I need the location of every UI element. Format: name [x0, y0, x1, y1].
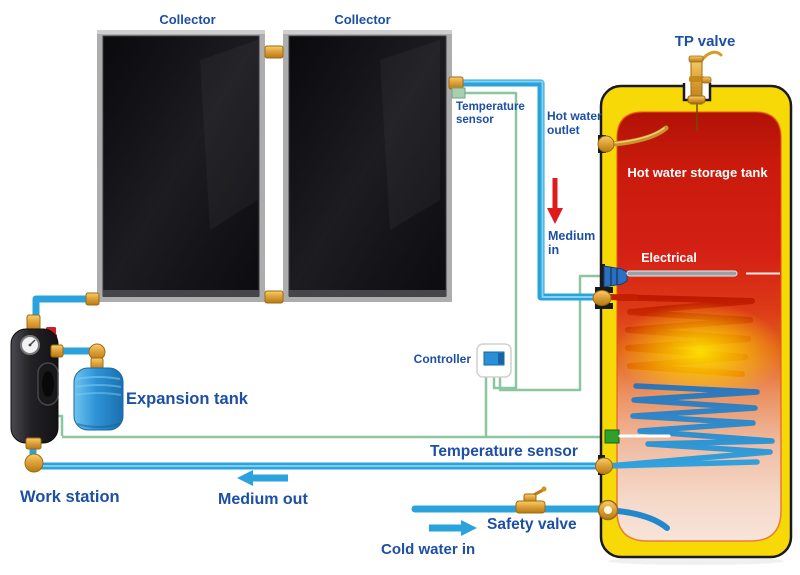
controller-label: Controller [413, 352, 471, 366]
expansion-tank-label: Expansion tank [126, 390, 248, 408]
hot-water-outlet-pipe-icon [610, 125, 669, 147]
expansion-tank-vessel [73, 343, 124, 431]
wire-electrical-element [498, 274, 604, 392]
controller-device [476, 343, 512, 378]
cold-water-in-label: Cold water in [381, 541, 476, 558]
temperature-sensor-bottom-label: Temperature sensor [430, 443, 578, 460]
flow-arrows [237, 178, 563, 536]
work-station-unit [10, 314, 64, 473]
collector-fittings [85, 45, 466, 306]
collector-panel-2 [283, 30, 452, 302]
tank-temp-sensor-icon [604, 429, 620, 444]
medium-in-label: Medium in [548, 229, 596, 257]
wire-collector-sensor [462, 91, 518, 390]
tank-lower-coil [605, 383, 775, 469]
tp-valve-label: TP valve [674, 33, 736, 50]
safety-valve-label: Safety valve [487, 516, 577, 533]
heating-rod-icon [626, 270, 738, 277]
hot-water-outlet-label: Hot water outlet [547, 109, 602, 137]
electrical-label: Electrical [641, 251, 697, 265]
pipe-collector-feed [32, 295, 96, 334]
hot-water-storage-tank-label: Hot water storage tank [627, 165, 768, 180]
sensor-wiring [50, 91, 607, 439]
medium-out-label: Medium out [218, 491, 308, 508]
cold-water-in-arrow-icon [429, 520, 477, 536]
tank-heat-glow [616, 302, 784, 402]
temperature-sensor-top-label: Temperature sensor [456, 101, 525, 126]
collector-outlet-fitting-icon [448, 76, 464, 90]
pipe-hot-supply-highlight [451, 80, 601, 298]
medium-in-arrow-icon [547, 178, 563, 224]
work-station-label: Work station [20, 488, 120, 506]
tp-valve-icon [687, 50, 723, 131]
collector-1-label: Collector [159, 12, 216, 27]
collector-2-label: Collector [334, 12, 391, 27]
collector-temp-sensor-icon [451, 87, 466, 99]
safety-valve-icon [515, 486, 547, 514]
panel-connector-bottom-icon [264, 290, 284, 304]
collector-panel-1 [97, 30, 265, 302]
collector-inlet-fitting-icon [85, 292, 100, 306]
panel-connector-top-icon [264, 45, 284, 59]
storage-tank [592, 50, 793, 565]
medium-out-arrow-icon [237, 470, 288, 486]
